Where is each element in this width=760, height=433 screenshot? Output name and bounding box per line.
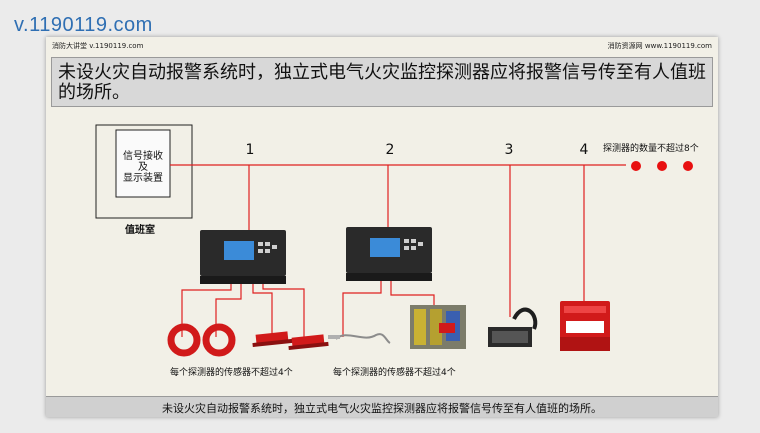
receiver-display-box <box>115 129 171 198</box>
caption-text: 未设火灾自动报警系统时，独立式电气火灾监控探测器应将报警信号传至有人值班的场所。 <box>162 402 602 415</box>
slide: 消防大讲堂 v.1190119.com 消防资源网 www.1190119.co… <box>46 37 718 417</box>
site-watermark: v.1190119.com <box>14 14 153 36</box>
detector-dot-2 <box>657 161 667 171</box>
receiver-label-3: 显示装置 <box>123 171 163 184</box>
duty-room-box <box>95 124 193 219</box>
detector-dot-3 <box>683 161 693 171</box>
temperature-probe <box>328 333 391 344</box>
caption-bar: 未设火灾自动报警系统时，独立式电气火灾监控探测器应将报警信号传至有人值班的场所。 <box>46 396 718 417</box>
sensor-wiring-1 <box>181 284 305 337</box>
detector-limit-note: 探测器的数量不超过8个 <box>603 142 699 154</box>
slide-header: 消防大讲堂 v.1190119.com 消防资源网 www.1190119.co… <box>46 37 718 55</box>
temperature-sensor-1 <box>252 331 293 348</box>
detector-unit-2 <box>346 227 432 281</box>
branch-number-3: 3 <box>505 142 514 158</box>
branch-number-2: 2 <box>386 142 395 158</box>
branch-3-detector-device <box>488 307 538 347</box>
title-box: 未设火灾自动报警系统时，独立式电气火灾监控探测器应将报警信号传至有人值班的场所。 <box>51 57 713 107</box>
installed-sensor-photo <box>410 305 466 349</box>
branch-4-detector-device <box>560 301 610 351</box>
header-left-text: 消防大讲堂 v.1190119.com <box>52 42 144 50</box>
duty-room-label: 值班室 <box>125 223 155 236</box>
sensor-limit-note-1: 每个探测器的传感器不超过4个 <box>170 366 293 378</box>
header-right-text: 消防资源网 www.1190119.com <box>607 42 712 50</box>
slide-title: 未设火灾自动报警系统时，独立式电气火灾监控探测器应将报警信号传至有人值班的场所。 <box>58 62 706 103</box>
branch-number-4: 4 <box>580 142 589 158</box>
detector-dot-1 <box>631 161 641 171</box>
receiver-label-1: 信号接收 <box>123 149 163 162</box>
current-transformer-2 <box>202 323 236 357</box>
sensor-limit-note-2: 每个探测器的传感器不超过4个 <box>333 366 456 378</box>
branch-number-1: 1 <box>246 142 255 158</box>
temperature-sensor-2 <box>288 334 329 351</box>
current-transformer-1 <box>167 323 201 357</box>
detector-unit-1 <box>200 230 286 284</box>
wiring-diagram: 信号接收 及 显示装置 值班室 1 2 3 4 探测器的数量不超过8个 <box>95 124 699 378</box>
receiver-label-2: 及 <box>138 161 148 173</box>
